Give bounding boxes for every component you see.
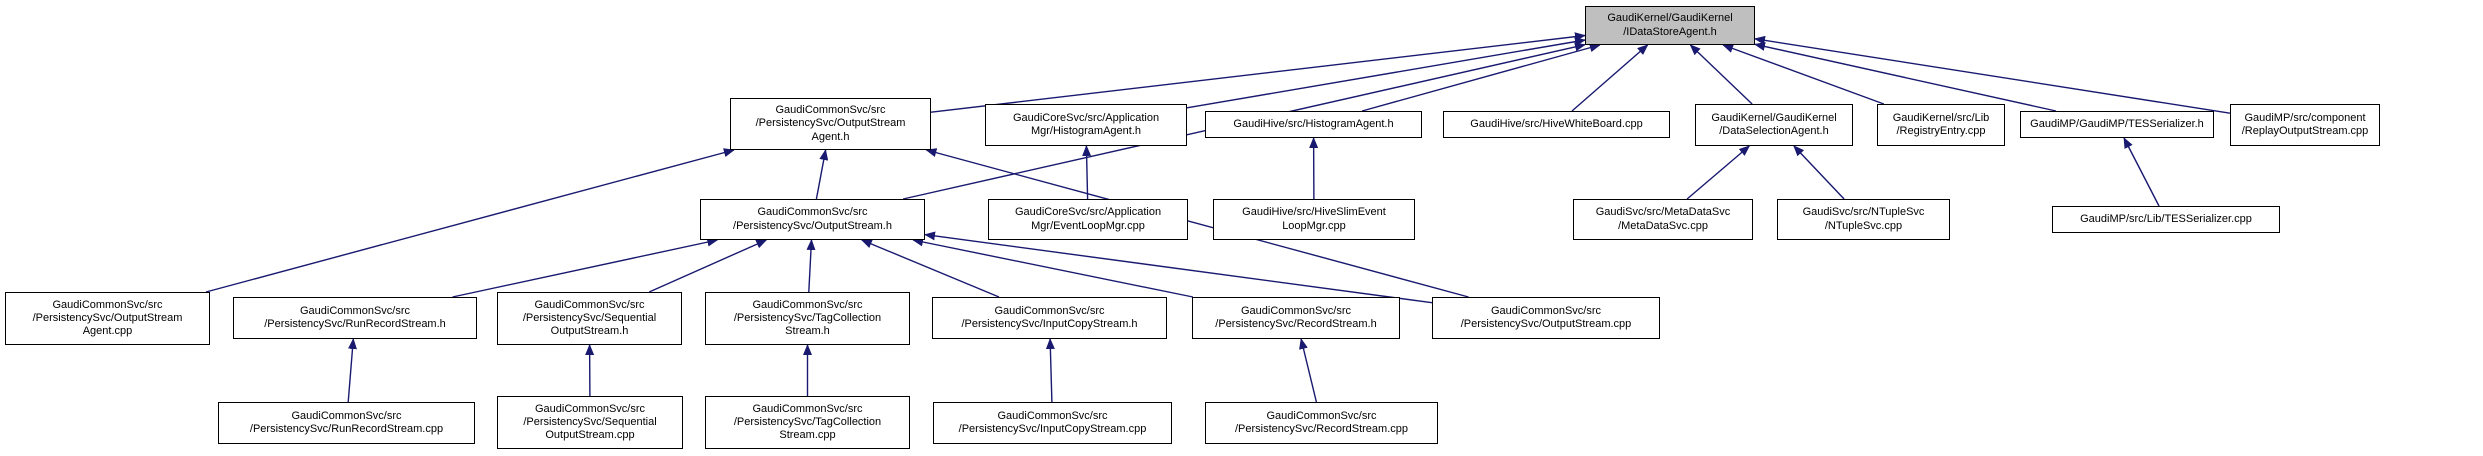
- graph-node-outputstream_h[interactable]: GaudiCommonSvc/src /PersistencySvc/Outpu…: [700, 199, 925, 240]
- graph-node-label: GaudiHive/src/HiveSlimEvent LoopMgr.cpp: [1242, 206, 1386, 232]
- edge-hive_whiteboard-to-root: [1571, 44, 1649, 112]
- edge-runrecord_h-to-outputstream_h: [452, 237, 719, 298]
- graph-node-label: GaudiCommonSvc/src /PersistencySvc/Input…: [961, 304, 1138, 330]
- edge-inputcopy_cpp-to-inputcopy_h: [1045, 338, 1055, 403]
- edge-outputstream_cpp-to-outputstream_h: [924, 231, 1433, 304]
- edge-metadatasvc-to-dataselagent: [1686, 145, 1751, 200]
- graph-node-hiveslim[interactable]: GaudiHive/src/HiveSlimEvent LoopMgr.cpp: [1213, 199, 1415, 240]
- graph-node-label: GaudiCommonSvc/src /PersistencySvc/TagCo…: [733, 298, 882, 338]
- graph-node-label: GaudiSvc/src/MetaDataSvc /MetaDataSvc.cp…: [1595, 206, 1731, 232]
- graph-node-outputstream_cpp[interactable]: GaudiCommonSvc/src /PersistencySvc/Outpu…: [1432, 297, 1660, 339]
- graph-node-label: GaudiCommonSvc/src /PersistencySvc/Seque…: [523, 402, 657, 442]
- edge-record_cpp-to-record_h: [1299, 338, 1318, 403]
- edge-tesserializer_cpp-to-tesserializer_h: [2123, 137, 2160, 207]
- graph-node-label: GaudiCommonSvc/src /PersistencySvc/Recor…: [1215, 304, 1377, 330]
- graph-node-label: GaudiCommonSvc/src /PersistencySvc/RunRe…: [249, 409, 444, 435]
- graph-node-label: GaudiKernel/GaudiKernel /DataSelectionAg…: [1711, 111, 1837, 137]
- graph-node-registryentry[interactable]: GaudiKernel/src/Lib /RegistryEntry.cpp: [1877, 104, 2005, 146]
- edge-registryentry-to-root: [1722, 44, 1885, 105]
- graph-node-inputcopy_cpp[interactable]: GaudiCommonSvc/src /PersistencySvc/Input…: [933, 402, 1172, 444]
- graph-node-metadatasvc[interactable]: GaudiSvc/src/MetaDataSvc /MetaDataSvc.cp…: [1573, 199, 1753, 240]
- graph-node-label: GaudiCommonSvc/src /PersistencySvc/TagCo…: [733, 402, 882, 442]
- graph-node-label: GaudiKernel/src/Lib /RegistryEntry.cpp: [1892, 111, 1990, 137]
- graph-node-osagent_cpp[interactable]: GaudiCommonSvc/src /PersistencySvc/Outpu…: [5, 292, 210, 345]
- graph-node-tesserializer_h[interactable]: GaudiMP/GaudiMP/TESSerializer.h: [2020, 111, 2214, 138]
- edge-osagent_h-to-root: [930, 32, 1586, 113]
- graph-node-hive_histagent[interactable]: GaudiHive/src/HistogramAgent.h: [1205, 111, 1422, 138]
- edge-seqoutput_h-to-outputstream_h: [648, 239, 768, 293]
- graph-node-ntuplesvc[interactable]: GaudiSvc/src/NTupleSvc /NTupleSvc.cpp: [1777, 199, 1950, 240]
- graph-node-tagcoll_h[interactable]: GaudiCommonSvc/src /PersistencySvc/TagCo…: [705, 292, 910, 345]
- graph-node-label: GaudiMP/GaudiMP/TESSerializer.h: [2030, 117, 2204, 130]
- edge-inputcopy_h-to-outputstream_h: [860, 239, 1000, 298]
- edge-hive_histagent-to-root: [1361, 43, 1601, 112]
- graph-node-label: GaudiKernel/GaudiKernel /IDataStoreAgent…: [1607, 12, 1733, 38]
- graph-node-replayoutput[interactable]: GaudiMP/src/component /ReplayOutputStrea…: [2230, 104, 2380, 146]
- graph-node-label: GaudiHive/src/HiveWhiteBoard.cpp: [1470, 117, 1643, 130]
- graph-node-runrecord_cpp[interactable]: GaudiCommonSvc/src /PersistencySvc/RunRe…: [218, 402, 475, 444]
- graph-node-label: GaudiCoreSvc/src/Application Mgr/EventLo…: [1014, 206, 1162, 232]
- graph-node-runrecord_h[interactable]: GaudiCommonSvc/src /PersistencySvc/RunRe…: [233, 297, 477, 339]
- graph-node-tagcoll_cpp[interactable]: GaudiCommonSvc/src /PersistencySvc/TagCo…: [705, 396, 910, 449]
- graph-node-label: GaudiCommonSvc/src /PersistencySvc/Outpu…: [755, 104, 906, 143]
- graph-node-label: GaudiMP/src/component /ReplayOutputStrea…: [2241, 111, 2369, 137]
- edge-tesserializer_h-to-root: [1754, 42, 2057, 112]
- graph-node-record_h[interactable]: GaudiCommonSvc/src /PersistencySvc/Recor…: [1192, 297, 1400, 339]
- graph-node-hive_whiteboard[interactable]: GaudiHive/src/HiveWhiteBoard.cpp: [1443, 111, 1670, 138]
- graph-node-dataselagent[interactable]: GaudiKernel/GaudiKernel /DataSelectionAg…: [1695, 104, 1853, 146]
- edge-eventloopmgr-to-coresvc_histagent: [1082, 145, 1092, 200]
- edge-ntuplesvc-to-dataselagent: [1793, 145, 1845, 200]
- graph-node-label: GaudiCommonSvc/src /PersistencySvc/Recor…: [1234, 409, 1408, 435]
- edge-osagent_cpp-to-osagent_h: [205, 148, 735, 293]
- graph-node-label: GaudiSvc/src/NTupleSvc /NTupleSvc.cpp: [1802, 206, 1925, 232]
- edge-replayoutput-to-root: [1754, 35, 2231, 114]
- graph-node-label: GaudiCommonSvc/src /PersistencySvc/Outpu…: [733, 206, 892, 232]
- edge-runrecord_cpp-to-runrecord_h: [347, 338, 357, 403]
- graph-node-label: GaudiHive/src/HistogramAgent.h: [1233, 117, 1394, 130]
- graph-node-record_cpp[interactable]: GaudiCommonSvc/src /PersistencySvc/Recor…: [1205, 402, 1438, 444]
- graph-node-tesserializer_cpp[interactable]: GaudiMP/src/Lib/TESSerializer.cpp: [2052, 206, 2280, 233]
- edge-outputstream_cpp-to-osagent_h: [925, 148, 1469, 298]
- graph-node-label: GaudiCommonSvc/src /PersistencySvc/Outpu…: [1460, 304, 1632, 330]
- graph-node-seqoutput_cpp[interactable]: GaudiCommonSvc/src /PersistencySvc/Seque…: [497, 396, 683, 449]
- edge-record_h-to-outputstream_h: [912, 237, 1194, 298]
- graph-node-seqoutput_h[interactable]: GaudiCommonSvc/src /PersistencySvc/Seque…: [497, 292, 682, 345]
- graph-node-label: GaudiCommonSvc/src /PersistencySvc/Outpu…: [32, 298, 183, 338]
- graph-node-root: GaudiKernel/GaudiKernel /IDataStoreAgent…: [1585, 6, 1755, 45]
- edge-coresvc_histagent-to-root: [1186, 37, 1586, 109]
- graph-node-label: GaudiCoreSvc/src/Application Mgr/Histogr…: [1012, 111, 1160, 137]
- edge-tagcoll_h-to-outputstream_h: [806, 239, 816, 293]
- graph-node-label: GaudiMP/src/Lib/TESSerializer.cpp: [2080, 212, 2252, 225]
- graph-node-coresvc_histagent[interactable]: GaudiCoreSvc/src/Application Mgr/Histogr…: [985, 104, 1187, 146]
- edge-outputstream_h-to-osagent_h: [815, 149, 829, 200]
- graph-node-inputcopy_h[interactable]: GaudiCommonSvc/src /PersistencySvc/Input…: [932, 297, 1167, 339]
- graph-node-eventloopmgr[interactable]: GaudiCoreSvc/src/Application Mgr/EventLo…: [988, 199, 1188, 240]
- graph-node-label: GaudiCommonSvc/src /PersistencySvc/RunRe…: [264, 304, 446, 330]
- edge-dataselagent-to-root: [1689, 44, 1753, 105]
- graph-node-osagent_h[interactable]: GaudiCommonSvc/src /PersistencySvc/Outpu…: [730, 98, 931, 150]
- graph-node-label: GaudiCommonSvc/src /PersistencySvc/Input…: [958, 409, 1147, 435]
- graph-node-label: GaudiCommonSvc/src /PersistencySvc/Seque…: [522, 298, 657, 338]
